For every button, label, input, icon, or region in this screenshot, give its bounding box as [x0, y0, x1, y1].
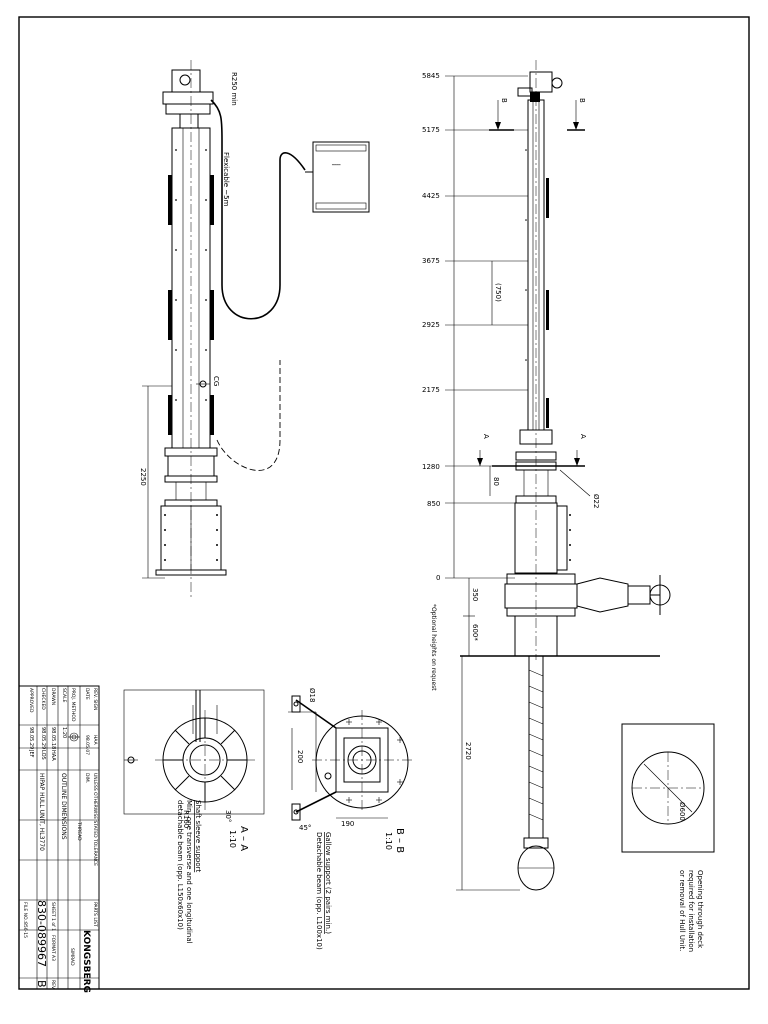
level-850: 850: [427, 500, 440, 508]
tb-company: KONGSBERG: [81, 930, 91, 993]
diameter-22: Ø22: [592, 494, 600, 508]
flexicable-note: Flexicable ~5m: [222, 152, 230, 207]
title-block: REV. SIGN HAA DATE 98.05.07 PROJ. METHOD…: [18, 685, 100, 993]
side-view: CG ━━━━ R250 min Flexicable ~5m 225: [139, 60, 370, 600]
tb-approved-date: 98.05.29: [28, 727, 34, 749]
tb-drawn-label: DRAWN: [50, 688, 56, 705]
level-lines: [445, 75, 528, 579]
opening-note-line-1: Opening through deck: [696, 870, 704, 949]
section-b-note-title: Gallow support (2 pairs min.): [324, 832, 332, 934]
level-1280: 1280: [422, 463, 440, 471]
dim-750: (750): [494, 283, 502, 302]
section-b-marker-right: B: [578, 98, 586, 103]
section-b-angle: 45°: [299, 824, 311, 832]
level-0: 0: [436, 574, 440, 582]
optional-heights-note: *Optional heights on request: [430, 604, 437, 691]
section-b-diameter-18: Ø18: [308, 688, 316, 702]
dim-600-optional: 600*: [471, 624, 479, 641]
tb-rev-sign: HAA: [92, 735, 98, 746]
tb-checked-date: 98.05.29: [40, 727, 46, 749]
tb-rev-label: REV. SIGN: [92, 688, 98, 710]
opening-detail: Ø600 Opening through deck required for i…: [621, 723, 715, 952]
opening-diameter: Ø600: [678, 802, 686, 821]
tb-date-label: DATE: [84, 688, 90, 700]
section-a-note-line-1: Min. one transverse and one longitudinal: [185, 800, 193, 944]
drawing-frame: [18, 16, 750, 990]
section-a-angle: 30°: [224, 810, 232, 822]
section-b-note-line-1: Detachable beam (opp. L100x10): [315, 832, 323, 950]
dim-2720: 2720: [464, 742, 472, 760]
tb-title: HIPAP HULL UNIT, HL3770: [38, 773, 45, 851]
tb-dim-label: DIM.: [84, 773, 90, 783]
section-a-title: A – A: [238, 826, 249, 851]
tb-approved-label: APPROVED: [28, 688, 34, 713]
section-b-dim-190: 190: [341, 820, 354, 828]
section-a-note-title: Shaft sleeve support: [194, 800, 202, 872]
tb-revision: B: [35, 980, 48, 988]
tb-tolerance-note: UNLESS OTHERWISE STATED TOLERANCE: [92, 773, 98, 866]
section-a-marker-right: A: [579, 434, 587, 439]
tb-company-sub: SIMRAD: [69, 948, 75, 966]
dim-350: 350: [471, 588, 479, 601]
svg-text:━━━━: ━━━━: [331, 163, 341, 167]
section-a-note-line-2: detachable beam (opp. L150x60x10): [176, 800, 184, 930]
tb-rev-col-label: REV.: [50, 980, 56, 990]
elevation-view: 5845 5175 4425 3675 2925 2175 1280 850 0…: [422, 60, 671, 891]
section-a-radius: R160: [182, 810, 190, 828]
level-5845: 5845: [422, 72, 440, 80]
dim-2250: 2250: [139, 468, 147, 486]
tb-file-label: FILE NO.:: [22, 902, 28, 922]
tb-drawing-number: 830-089967: [35, 900, 48, 967]
tb-date-value: 98.05.07: [84, 735, 90, 755]
radius-note: R250 min: [230, 72, 238, 106]
tb-checked-label: CHECKED: [40, 688, 46, 710]
tb-file-value: 856-15: [22, 922, 28, 938]
level-3675: 3675: [422, 257, 440, 265]
opening-note-line-2: required for installation: [687, 870, 695, 952]
tb-proj-label: PROJ. METHOD: [70, 688, 76, 722]
opening-note-line-3: or removal of Hull Unit.: [678, 870, 686, 951]
tb-approved-sign: JEF: [28, 749, 34, 758]
section-a-a: R160 30° A – A 1:10 Shaft sleeve support…: [123, 689, 265, 944]
section-b-scale: 1:10: [384, 832, 393, 850]
cg-label: CG: [212, 376, 220, 386]
level-2175: 2175: [422, 386, 440, 394]
tb-drawn-date: 98.05.18: [50, 727, 56, 749]
section-b-marker-left: B: [500, 98, 508, 103]
tb-checked-sign: LOS: [40, 750, 46, 760]
section-b-title: B – B: [394, 828, 405, 853]
dim-80: 80: [492, 477, 500, 486]
section-a-marker-left: A: [482, 434, 490, 439]
tb-parts-list-label: PARTS LIST: [92, 902, 98, 927]
section-b-dim-200: 200: [296, 750, 304, 763]
level-4425: 4425: [422, 192, 440, 200]
section-b-b: Ø18 200 190 45° B – B 1:10 Gallow suppor…: [288, 688, 412, 950]
tb-drawn-sign: HAA: [50, 750, 56, 761]
tb-thread-label: THREAD: [76, 821, 82, 841]
tb-drawing-type: OUTLINE DIMENSIONS: [60, 773, 67, 840]
level-2925: 2925: [422, 321, 440, 329]
tb-scale-label: SCALE: [61, 688, 67, 703]
tb-scale-value: 1:20: [61, 727, 67, 738]
tb-sheet-label: SHEET 1 of 1: [50, 902, 56, 931]
level-5175: 5175: [422, 126, 440, 134]
tb-format-label: FORMAT A3: [50, 935, 56, 961]
section-a-scale: 1:10: [228, 830, 237, 848]
